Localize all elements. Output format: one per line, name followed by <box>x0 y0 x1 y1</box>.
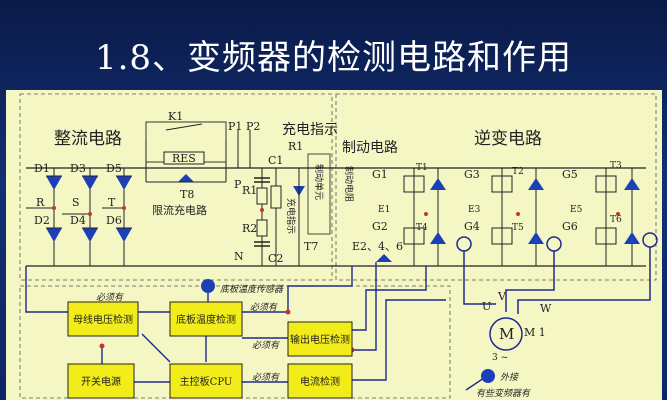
label-w: W <box>540 302 552 315</box>
label-r1-top: R1 <box>288 140 303 153</box>
label-t6: T6 <box>610 215 622 225</box>
thyristor-t8 <box>178 174 194 182</box>
label-g5: G5 <box>562 168 578 181</box>
motor-wiring <box>463 247 651 351</box>
note-must1: 必须有 <box>96 292 125 303</box>
limit-charge-circuit <box>145 121 251 183</box>
motor-symbol: M <box>499 325 514 343</box>
label-g2: G2 <box>372 220 388 233</box>
note-must2: 必须有 <box>250 302 279 313</box>
label-d6: D6 <box>106 214 122 227</box>
label-v: V <box>497 290 507 303</box>
external-dot <box>481 369 495 383</box>
label-k1: K1 <box>168 110 183 123</box>
diode-d3 <box>82 176 98 190</box>
label-t5: T5 <box>512 223 524 233</box>
label-t3: T3 <box>610 161 622 171</box>
box-current-detect: 电流检测 <box>287 363 353 399</box>
label-e1: E1 <box>378 205 390 215</box>
box-bus-voltage-detect: 母线电压检测 <box>67 301 139 337</box>
box-main-cpu-label: 主控板CPU <box>180 375 233 388</box>
inverter-area-border <box>335 93 657 281</box>
label-n: N <box>234 250 244 263</box>
dc-capacitor-bank <box>254 168 305 266</box>
label-t4: T4 <box>416 223 428 233</box>
charge-indicator-title: 充电指示 <box>282 122 338 138</box>
label-res: RES <box>172 152 196 165</box>
box-heatsink-detect-label: 底板温度检测 <box>176 313 236 326</box>
box-output-voltage-label: 输出电压检测 <box>290 333 350 346</box>
label-c2: C2 <box>268 252 283 265</box>
inverter-title: 逆变电路 <box>474 129 542 149</box>
rectifier-area-border <box>19 93 333 281</box>
note-must4: 必须有 <box>252 372 281 383</box>
motor-circle <box>489 317 523 351</box>
rectifier-title: 整流电路 <box>54 129 122 149</box>
label-e5: E5 <box>570 205 583 215</box>
label-vertical-brake-unit: 制动单元 <box>313 164 325 200</box>
note-heatsink-sensor: 底板温度传感器 <box>220 284 284 295</box>
label-p: P <box>234 178 242 191</box>
slide-title: 1.8、变频器的检测电路和作用 <box>94 38 573 78</box>
circuit-panel: 整流电路 充电指示 制动电路 逆变电路 <box>6 90 662 400</box>
label-g6: G6 <box>562 220 578 233</box>
label-t7: T7 <box>304 240 318 253</box>
label-vertical-brake-resistor: 制动电阻 <box>343 166 355 202</box>
box-switch-power: 开关电源 <box>67 363 135 399</box>
diode-d4 <box>82 228 98 242</box>
box-main-cpu: 主控板CPU <box>169 363 243 399</box>
label-phase-s: S <box>72 196 80 209</box>
label-d5: D5 <box>106 162 122 175</box>
diode-d2 <box>46 228 62 242</box>
label-d1: D1 <box>34 162 50 175</box>
box-switch-power-label: 开关电源 <box>81 375 121 388</box>
label-p1: P1 <box>228 120 242 133</box>
note-some-inverters: 有些变频器有 <box>476 388 532 399</box>
label-g1: G1 <box>372 168 388 181</box>
inverter-bridge <box>403 168 658 266</box>
brake-title: 制动电路 <box>342 140 398 156</box>
box-bus-voltage-detect-label: 母线电压检测 <box>73 313 133 326</box>
label-g3: G3 <box>464 168 480 181</box>
label-d2: D2 <box>34 214 50 227</box>
diode-d5 <box>116 176 132 190</box>
label-t1: T1 <box>416 163 428 173</box>
label-limit-circuit: 限流充电路 <box>152 203 207 217</box>
box-heatsink-detect: 底板温度检测 <box>169 301 243 337</box>
motor-label: M 1 <box>524 326 546 339</box>
label-d3: D3 <box>70 162 86 175</box>
rectifier-bridge <box>26 168 132 266</box>
label-g4: G4 <box>464 220 480 233</box>
label-t2: T2 <box>512 167 524 177</box>
label-r1: R1 <box>242 184 257 197</box>
diode-d6 <box>116 228 132 242</box>
box-current-detect-label: 电流检测 <box>300 375 340 388</box>
note-must3: 必须有 <box>252 340 281 351</box>
label-p2: P2 <box>246 120 260 133</box>
motor-phase: 3 ~ <box>492 353 508 363</box>
label-d4: D4 <box>70 214 86 227</box>
label-phase-t: T <box>108 196 116 209</box>
label-e246: E2、4、6 <box>352 240 403 253</box>
box-output-voltage: 输出电压检测 <box>287 321 353 357</box>
label-phase-r: R <box>36 196 45 209</box>
diode-d1 <box>46 176 62 190</box>
label-vertical-charge: 充电指示 <box>285 198 297 234</box>
label-t8: T8 <box>180 188 194 201</box>
temp-sensor-dot <box>201 279 215 293</box>
label-r2: R2 <box>242 222 257 235</box>
circuit-diagram: 整流电路 充电指示 制动电路 逆变电路 <box>19 93 658 399</box>
note-external: 外接 <box>500 372 519 383</box>
label-c1: C1 <box>268 154 283 167</box>
label-e3: E3 <box>468 205 481 215</box>
label-u: U <box>482 300 491 313</box>
